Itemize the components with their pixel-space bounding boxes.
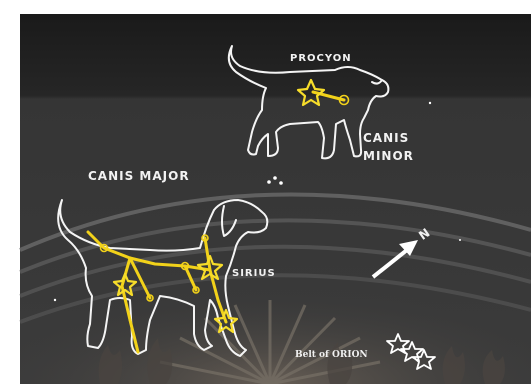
sirius-label: SIRIUS — [232, 268, 276, 279]
belt-of-orion-label: Belt of ORION — [295, 350, 368, 360]
procyon-label: PROCYON — [290, 53, 352, 64]
canis-minor-label-line1: CANIS — [363, 131, 409, 145]
canis-minor-label-line2: MINOR — [363, 149, 414, 163]
canis-major-label: CANIS MAJOR — [88, 169, 190, 183]
